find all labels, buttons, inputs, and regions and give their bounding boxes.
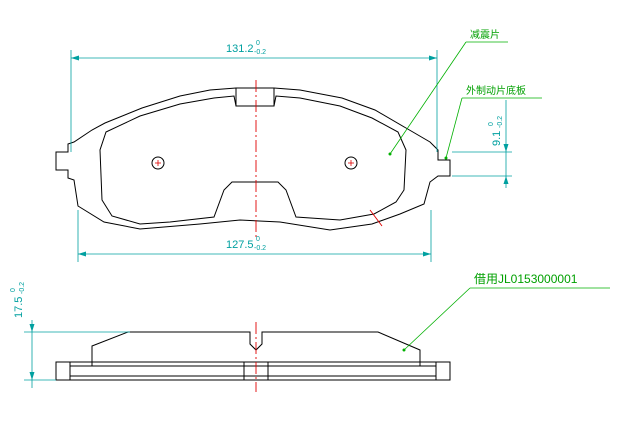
backing-plate-label: 外制动片底板	[466, 84, 526, 97]
thickness-upper: 0	[10, 288, 17, 292]
top-width-value: 131.2	[226, 43, 254, 55]
ear-height-upper: 0	[488, 122, 495, 126]
bottom-width-value: 127.5	[226, 239, 254, 251]
center-notch	[235, 88, 275, 107]
thickness-value: 17.5	[13, 297, 25, 318]
rivet-hole-left	[151, 156, 165, 170]
rivet-hole-right	[344, 156, 358, 170]
top-width-upper: 0	[256, 40, 260, 47]
dimension-top-width: 131.2 0 -0.2	[70, 40, 438, 152]
top-width-lower: -0.2	[254, 49, 266, 56]
dimension-bottom-width: 127.5 0 -0.2	[77, 210, 432, 262]
backing-plate-outline	[55, 87, 451, 231]
wear-indicator-mark	[369, 209, 383, 227]
label-part-reference: 借用JL0153000001	[402, 272, 610, 352]
part-reference-label: 借用JL0153000001	[474, 272, 578, 286]
ear-height-value: 9.1	[491, 131, 503, 146]
dimension-thickness: 17.5 0 -0.2	[10, 282, 130, 388]
side-view-plate-inner	[69, 362, 437, 380]
bottom-width-upper: 0	[256, 236, 260, 243]
side-view-plate	[55, 361, 451, 381]
dimension-ear-height: 9.1 0 -0.2	[452, 100, 512, 188]
label-friction-material: 减震片	[388, 28, 508, 156]
label-backing-plate: 外制动片底板	[444, 84, 542, 160]
bottom-width-lower: -0.2	[254, 245, 266, 252]
thickness-lower: -0.2	[19, 282, 26, 294]
side-view-notch	[243, 362, 269, 380]
friction-pad-outline	[99, 95, 407, 225]
friction-material-label: 减震片	[470, 28, 500, 41]
ear-height-lower: -0.2	[497, 116, 504, 128]
